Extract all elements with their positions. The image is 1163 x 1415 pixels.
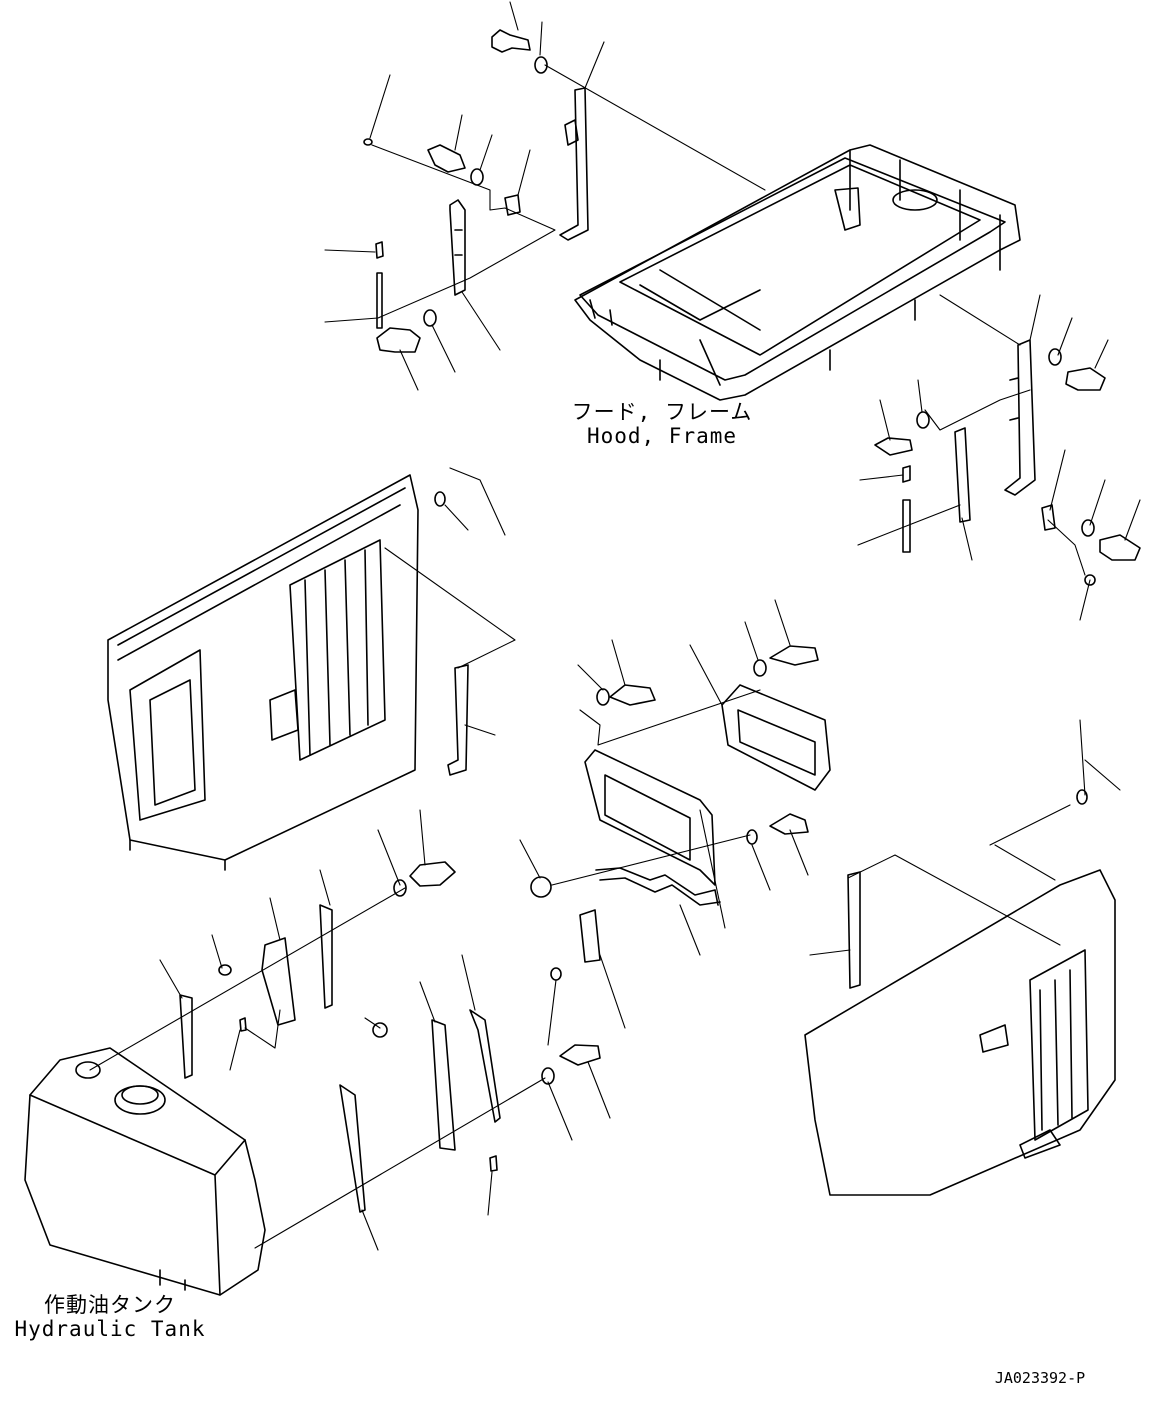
side-washer — [434, 491, 446, 507]
hydraulic-tank-label-jp: 作動油タンク — [44, 1293, 176, 1317]
hood-frame-label-en: Hood, Frame — [586, 424, 738, 449]
side-cover — [804, 789, 1116, 1196]
drawing-code: JA023392-P — [994, 1369, 1086, 1387]
hydraulic-tank — [24, 1047, 266, 1296]
tank-stays — [179, 904, 501, 1213]
right-bracket-assembly — [874, 339, 1141, 586]
side-stay — [447, 664, 469, 776]
left-bracket-assembly — [363, 29, 589, 353]
hydraulic-tank-label-en: Hydraulic Tank — [14, 1317, 206, 1342]
hood-frame-label-jp: フード, フレーム — [571, 400, 753, 424]
cover-bolts — [393, 645, 819, 897]
leader-lines — [89, 1, 1141, 1251]
hood-frame-label: フード, フレーム Hood, Frame — [562, 400, 762, 448]
hydraulic-tank-label: 作動油タンク Hydraulic Tank — [5, 1293, 215, 1341]
cover-plates — [530, 684, 831, 981]
side-panel-frame — [107, 474, 419, 871]
hood-frame — [574, 144, 1021, 401]
tank-bolts — [541, 1044, 601, 1085]
